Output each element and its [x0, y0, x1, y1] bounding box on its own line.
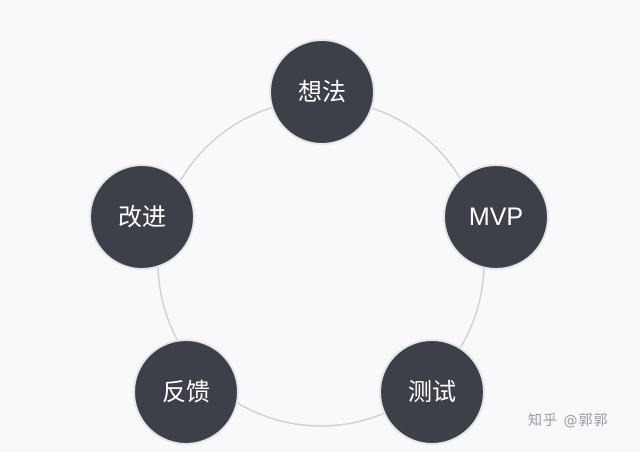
node-mvp: MVP	[443, 164, 549, 270]
node-test-circle	[379, 339, 485, 445]
node-mvp-label: MVP	[469, 203, 523, 231]
node-improve-label: 改进	[118, 203, 166, 231]
node-mvp-circle	[443, 164, 549, 270]
node-feedback-circle	[133, 339, 239, 445]
node-improve: 改进	[89, 164, 195, 270]
node-test-label: 测试	[408, 378, 456, 406]
node-idea: 想法	[269, 39, 375, 145]
node-improve-circle	[89, 164, 195, 270]
node-test: 测试	[379, 339, 485, 445]
watermark: 知乎 @郭郭	[528, 413, 609, 429]
node-idea-label: 想法	[298, 78, 346, 106]
node-feedback-label: 反馈	[162, 378, 210, 406]
node-idea-circle	[269, 39, 375, 145]
node-feedback: 反馈	[133, 339, 239, 445]
